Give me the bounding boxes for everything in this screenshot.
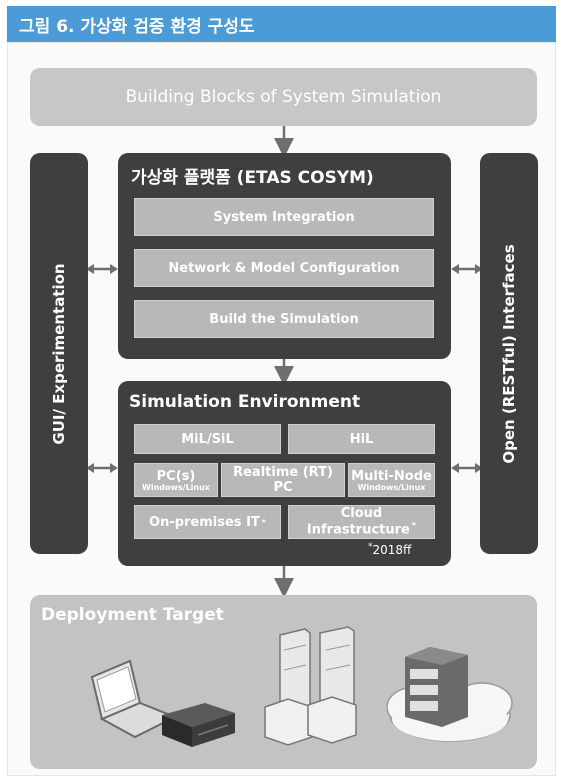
figure-title: 그림 6. 가상화 검증 환경 구성도 [19, 16, 255, 37]
realtime-pc-label: Realtime (RT) PC [233, 465, 333, 495]
system-integration-label: System Integration [213, 209, 355, 225]
virtualization-platform-panel: 가상화 플랫폼 (ETAS COSYM) System Integration … [118, 153, 451, 359]
multi-node-label: Multi-Node [351, 468, 432, 484]
cloud-infrastructure-box: Cloud Infrastructure* [288, 505, 435, 539]
deployment-title: Deployment Target [41, 605, 224, 625]
deployment-icons [90, 626, 513, 747]
server-rack-icon [405, 647, 468, 727]
simulation-environment-panel: Simulation Environment MiL/SiL HiL PC(s)… [118, 381, 451, 566]
build-simulation-box: Build the Simulation [134, 300, 434, 338]
footnote-mark: * [368, 542, 373, 552]
realtime-pc-box: Realtime (RT) PC [221, 463, 345, 497]
open-interfaces-label: Open (RESTful) Interfaces [500, 243, 518, 464]
on-premises-footnote-mark: * [261, 517, 266, 527]
laptop-icon [90, 659, 178, 739]
build-simulation-label: Build the Simulation [209, 311, 359, 327]
cloud-footnote-mark: * [411, 521, 417, 531]
gui-experimentation-label: GUI/ Experimentation [50, 262, 68, 445]
embedded-box-icon [162, 703, 235, 747]
footnote-2018: *2018ff [368, 542, 411, 557]
on-premises-box: On-premises IT* [134, 505, 281, 539]
mil-sil-box: MiL/SiL [134, 424, 281, 454]
pc-label: PC(s) [156, 468, 196, 484]
footnote-text: 2018ff [372, 543, 412, 557]
multi-node-box: Multi-Node Windows/Linux [348, 463, 435, 497]
multi-node-os-label: Windows/Linux [357, 482, 426, 492]
mil-sil-label: MiL/SiL [181, 431, 234, 447]
sim-env-title: Simulation Environment [129, 392, 361, 412]
pc-os-label: Windows/Linux [142, 482, 210, 492]
system-integration-box: System Integration [134, 198, 434, 236]
pc-box: PC(s) Windows/Linux [134, 463, 218, 497]
server-tower-icon [264, 626, 357, 746]
building-blocks-box: Building Blocks of System Simulation [30, 68, 537, 126]
hil-box: HiL [288, 424, 435, 454]
cloud-label: Cloud [340, 505, 383, 521]
infrastructure-label: Infrastructure [306, 522, 410, 538]
network-model-config-label: Network & Model Configuration [168, 260, 400, 276]
gui-experimentation-panel: GUI/ Experimentation [30, 153, 88, 554]
figure-title-bar: 그림 6. 가상화 검증 환경 구성도 [7, 6, 556, 42]
network-model-config-box: Network & Model Configuration [134, 249, 434, 287]
on-premises-label: On-premises IT [149, 514, 260, 530]
deployment-target-panel: Deployment Target [30, 595, 537, 769]
open-interfaces-panel: Open (RESTful) Interfaces [480, 153, 538, 554]
building-blocks-label: Building Blocks of System Simulation [125, 87, 442, 107]
platform-title: 가상화 플랫폼 (ETAS COSYM) [131, 168, 374, 188]
hil-label: HiL [349, 431, 374, 447]
